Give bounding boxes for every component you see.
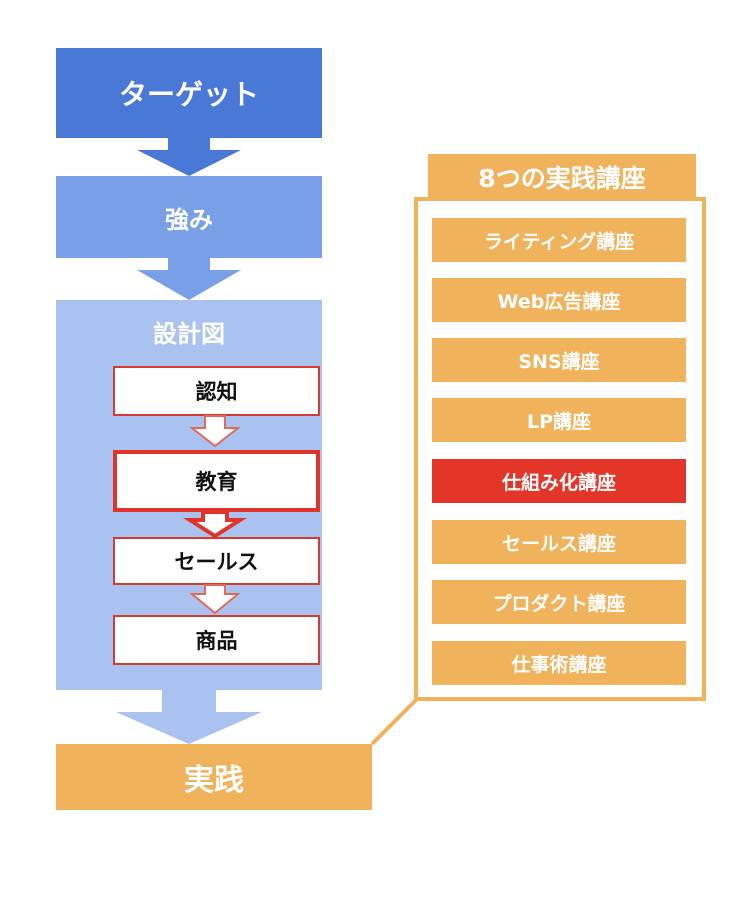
course-label: SNS講座 (518, 350, 600, 373)
stage-product: 商品 (113, 615, 320, 665)
course-sales: セールス講座 (432, 520, 686, 564)
course-web-ads: Web広告講座 (432, 278, 686, 322)
course-writing: ライティング講座 (432, 218, 686, 262)
outline-arrow-down-icon (183, 510, 247, 539)
stage-label: 教育 (195, 470, 238, 494)
arrow-down-icon (116, 690, 262, 744)
practice-label: 実践 (184, 763, 244, 798)
course-work-skills: 仕事術講座 (432, 641, 686, 685)
course-product: プロダクト講座 (432, 580, 686, 624)
course-sns: SNS講座 (432, 338, 686, 382)
course-systemization: 仕組み化講座 (432, 459, 686, 503)
outline-arrow-down-icon (189, 584, 241, 615)
strength-label: 強み (165, 205, 213, 234)
courses-title: 8つの実践講座 (428, 154, 696, 200)
course-label: セールス講座 (501, 532, 616, 555)
arrow-down-icon (137, 138, 241, 176)
course-lp: LP講座 (432, 398, 686, 442)
stage-label: セールス (174, 550, 259, 574)
target-box: ターゲット (56, 48, 322, 138)
course-label: LP講座 (526, 410, 592, 433)
strength-box: 強み (56, 176, 322, 258)
practice-box: 実践 (56, 744, 372, 810)
arrow-down-icon (137, 258, 241, 300)
course-label: Web広告講座 (497, 290, 621, 313)
course-label: プロダクト講座 (492, 592, 626, 615)
stage-label: 認知 (195, 380, 238, 404)
course-label: 仕事術講座 (511, 653, 607, 676)
course-label: 仕組み化講座 (501, 471, 616, 494)
stage-education: 教育 (113, 450, 320, 512)
connector-line (370, 698, 418, 746)
stage-label: 商品 (195, 629, 238, 653)
outline-arrow-down-icon (189, 415, 241, 448)
course-label: ライティング講座 (483, 230, 635, 253)
blueprint-title: 設計図 (153, 320, 225, 348)
target-label: ターゲット (118, 78, 259, 111)
